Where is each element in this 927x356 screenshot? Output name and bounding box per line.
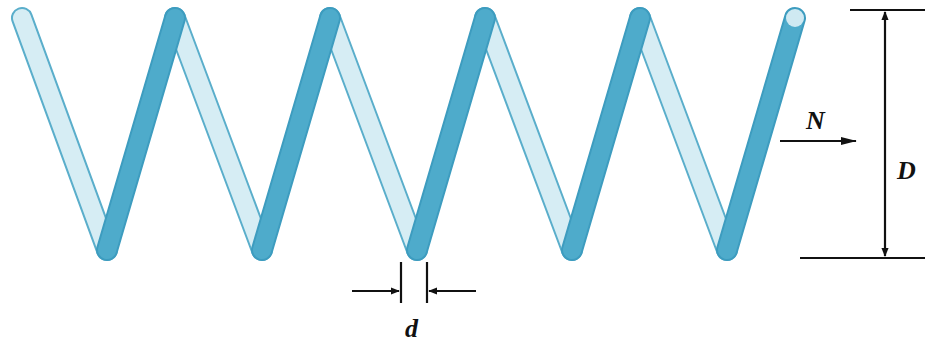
coil-strand xyxy=(417,18,485,250)
coil-strand xyxy=(22,18,107,250)
outer-diameter-label: D xyxy=(897,158,916,184)
coil-strand xyxy=(107,18,175,250)
coil-strand xyxy=(727,18,795,250)
coil-strand xyxy=(640,18,727,250)
coil-strand xyxy=(107,18,175,250)
coil-strand xyxy=(175,18,262,250)
coil-strand xyxy=(175,18,262,250)
coil-strand xyxy=(485,18,572,250)
coil-strand xyxy=(485,18,572,250)
coil-strand xyxy=(330,18,417,250)
coil-end xyxy=(786,9,804,27)
coil-strand xyxy=(727,18,795,250)
coil-strand xyxy=(262,18,330,250)
dimension-d-wire xyxy=(352,262,476,303)
coil-strand xyxy=(330,18,417,250)
coil-strand xyxy=(572,18,640,250)
axis-label: N xyxy=(806,108,825,134)
view-arrow xyxy=(780,140,856,142)
wire-diameter-label: d xyxy=(405,316,418,342)
coil-strand xyxy=(572,18,640,250)
coil-strand xyxy=(262,18,330,250)
coil-strand xyxy=(417,18,485,250)
coil-strand xyxy=(22,18,107,250)
coil-strand xyxy=(640,18,727,250)
spring-coil xyxy=(22,9,804,250)
dimension-d-outer xyxy=(800,10,925,258)
